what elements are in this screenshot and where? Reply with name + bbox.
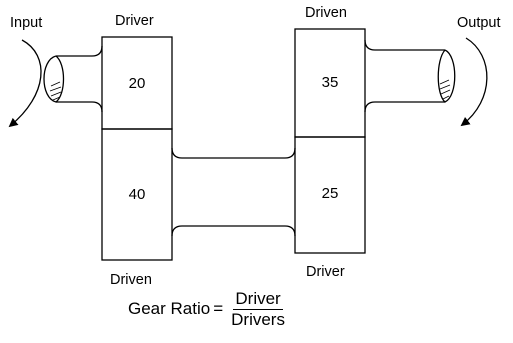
- input-shaft-break: [43, 55, 65, 103]
- input-shaft-bottom: [56, 101, 103, 113]
- connecting-shaft-top: [171, 147, 296, 159]
- gear-40-box: [101, 128, 173, 261]
- gear-20-count: 20: [128, 75, 146, 92]
- gear-ratio-formula: Gear Ratio = Driver Drivers: [128, 290, 287, 329]
- gear-25-count: 25: [321, 185, 339, 202]
- formula-denominator: Drivers: [231, 309, 285, 329]
- output-shaft-bottom: [364, 101, 445, 113]
- driver-label-right-bottom: Driver: [306, 264, 345, 280]
- output-label: Output: [457, 15, 501, 31]
- gear-35-count: 35: [321, 74, 339, 91]
- output-shaft-hatch: [439, 79, 451, 100]
- formula-equals: =: [213, 299, 224, 319]
- output-shaft-break: [437, 49, 456, 103]
- gear-40-count: 40: [128, 186, 146, 203]
- formula-fraction: Driver Drivers: [229, 290, 287, 329]
- input-shaft-hatch: [49, 81, 62, 101]
- connecting-shaft-bottom: [171, 225, 296, 237]
- driven-label-left-bottom: Driven: [110, 272, 152, 288]
- input-label: Input: [10, 15, 43, 31]
- output-shaft-top: [364, 39, 445, 51]
- formula-lhs: Gear Ratio: [128, 299, 211, 319]
- output-rotation-arrow: [460, 37, 488, 127]
- driven-label-right-top: Driven: [305, 5, 347, 21]
- input-rotation-arrow: [8, 39, 42, 128]
- input-shaft-top: [56, 45, 103, 57]
- driver-label-left-top: Driver: [115, 13, 154, 29]
- formula-numerator: Driver: [233, 289, 283, 310]
- gear-25-box: [294, 136, 366, 254]
